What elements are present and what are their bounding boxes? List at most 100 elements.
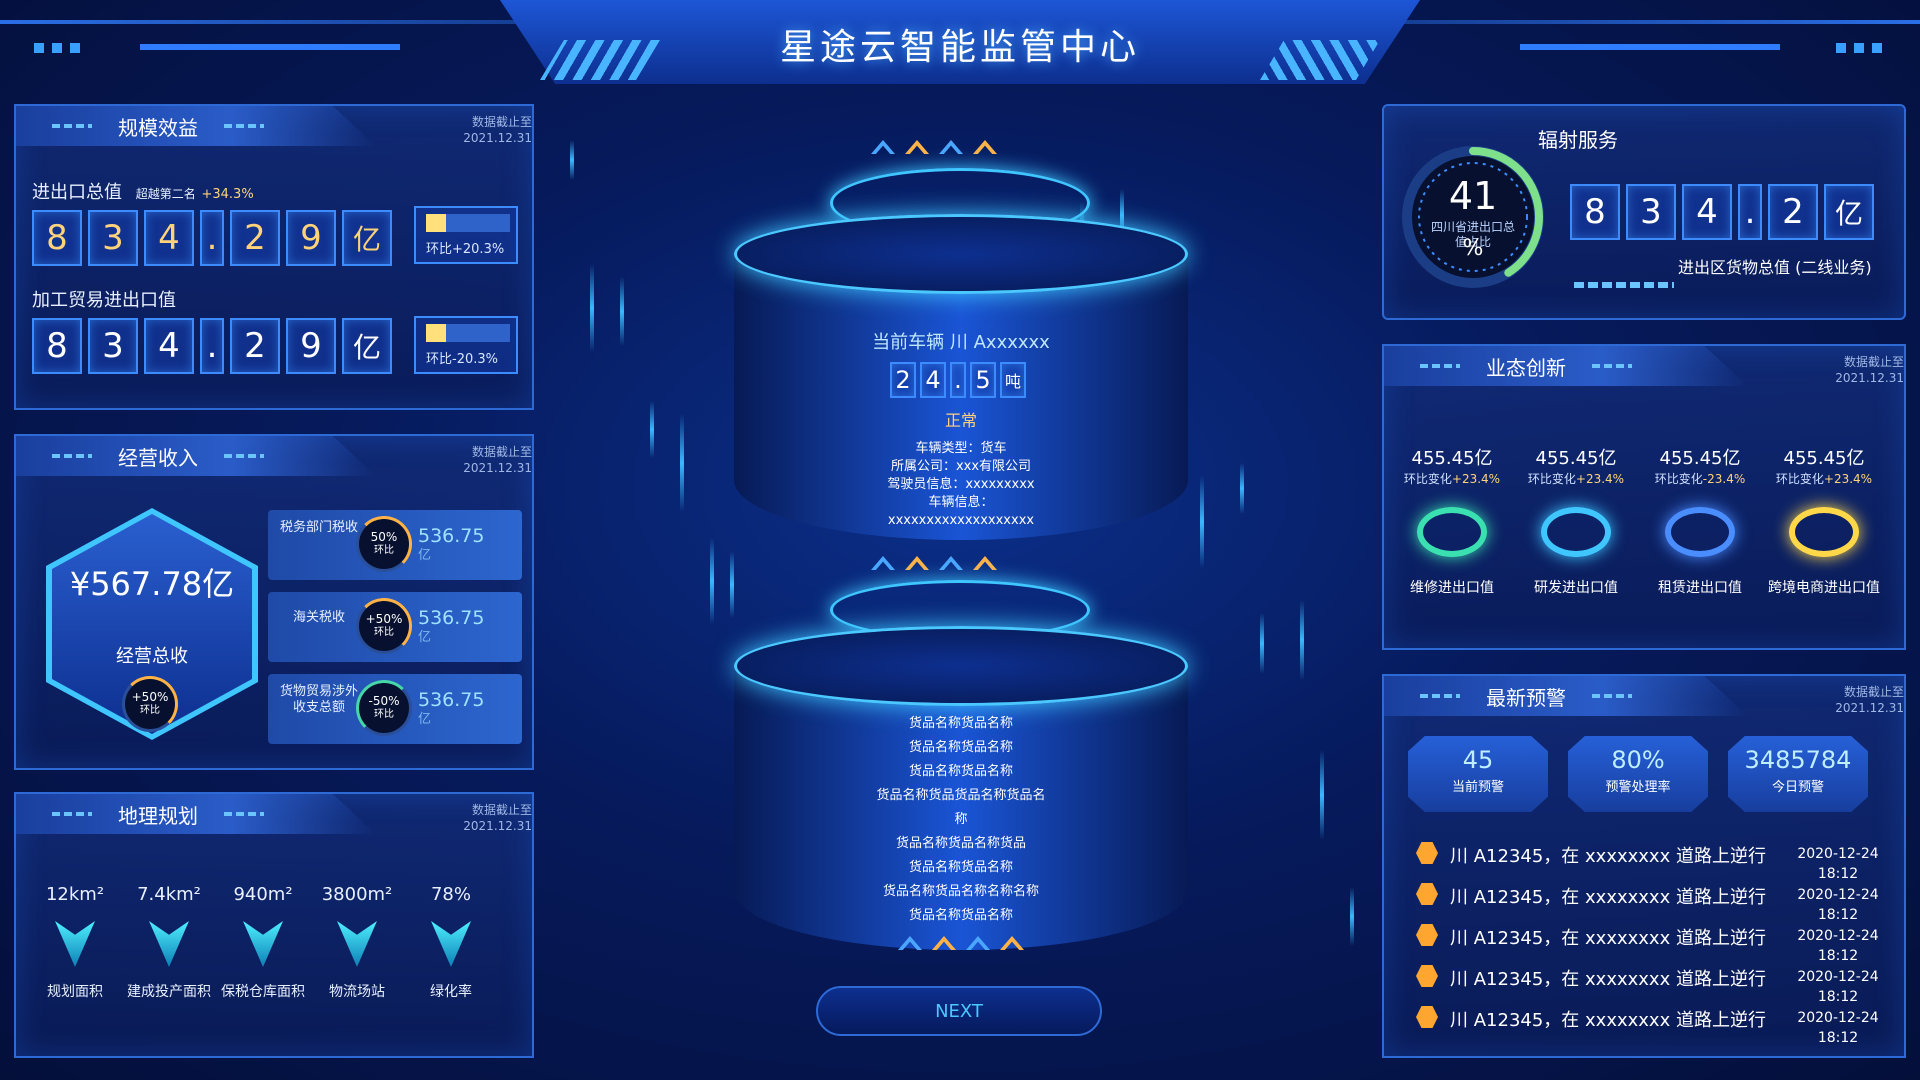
radiation-caption: 进出区货物总值 (二线业务) [1678, 258, 1872, 277]
cone-icon [243, 921, 283, 967]
cone-icon [431, 921, 471, 967]
chevron-up-icon [966, 936, 990, 950]
tab-dash-right [1592, 694, 1632, 698]
tax-ring: -50%环比 [356, 680, 412, 736]
warning-hex-icon [1416, 1006, 1438, 1028]
shopping-bag-icon [1789, 507, 1859, 557]
business-title: 业态创新 [1486, 355, 1566, 380]
tab-dash-left [1420, 364, 1460, 368]
weight-digits: 2 4 . 5 吨 [890, 362, 1026, 398]
change-bar [426, 214, 510, 232]
rain-streak [1200, 476, 1204, 568]
rain-streak [1320, 750, 1324, 840]
chevron-up-icon [1000, 936, 1024, 950]
warning-hex-icon [1416, 924, 1438, 946]
gauge-arc [1403, 147, 1543, 287]
tax-ring: 50%环比 [356, 516, 412, 572]
gauge-label: 四川省进出口总值占比 [1430, 220, 1515, 249]
vehicle-info: 车辆类型：货车 所属公司：xxx有限公司 驾驶员信息：xxxxxxxxx 车辆信… [887, 441, 1035, 528]
rain-streak [1300, 600, 1304, 680]
tab-dash-right [224, 454, 264, 458]
chevron-up-icon [898, 936, 922, 950]
chevrons-middle [734, 556, 1134, 586]
chevron-up-icon [905, 556, 929, 570]
radiation-title: 辐射服务 [1538, 128, 1618, 152]
business-items: 455.45亿 环比变化+23.4% 维修进出口值 455.45亿 环比变化+2… [1392, 444, 1884, 597]
gauge-unit: % [1462, 236, 1484, 261]
business-item: 455.45亿 环比变化+23.4% 跨境电商进出口值 [1768, 448, 1880, 596]
bottom-cylinder-lid [734, 626, 1188, 706]
alerts-title: 最新预警 [1486, 685, 1566, 710]
alert-stat-rate: 80%预警处理率 [1568, 736, 1708, 812]
geo-item: 78%绿化率 [430, 884, 472, 1000]
chevron-up-icon [932, 936, 956, 950]
wrench-icon [1417, 507, 1487, 557]
header-left-accent [140, 44, 400, 50]
chevron-up-icon [871, 556, 895, 570]
total-digits: 8 3 4 . 2 9 亿 [32, 210, 392, 266]
rain-streak [650, 401, 654, 458]
tab-dash-right [224, 812, 264, 816]
radiation-digits: 8 3 4 . 2 亿 [1570, 184, 1874, 240]
warning-hex-icon [1416, 883, 1438, 905]
lightbulb-icon [1541, 507, 1611, 557]
scale-title: 规模效益 [118, 115, 198, 140]
total-change-box: 环比+20.3% [414, 206, 518, 264]
next-button[interactable]: NEXT [816, 986, 1102, 1036]
rain-streak [570, 140, 574, 180]
scale-panel-tab: 规模效益 [16, 106, 376, 146]
chevron-up-icon [939, 556, 963, 570]
total-value-label: 进出口总值 超越第二名 +34.3% [32, 182, 254, 203]
top-cylinder-lid [734, 214, 1188, 294]
revenue-total-label: 经营总收 [116, 646, 188, 667]
rain-streak [620, 277, 624, 346]
process-digits: 8 3 4 . 2 9 亿 [32, 318, 392, 374]
chevron-up-icon [973, 140, 997, 154]
warning-hex-icon [1416, 965, 1438, 987]
bottom-cylinder-body [734, 660, 1188, 950]
goods-list: 货品名称货品名称 货品名称货品名称 货品名称货品名称 货品名称货品货品名称货品名… [876, 716, 1046, 923]
alerts-panel-tab: 最新预警 [1384, 676, 1748, 716]
page-title: 星途云智能监管中心 [779, 27, 1140, 68]
chevron-up-icon [871, 140, 895, 154]
cone-icon [55, 921, 95, 967]
revenue-total-ring: +50% 环比 [122, 676, 178, 732]
chevron-up-icon [939, 140, 963, 154]
rain-streak [1240, 463, 1244, 514]
header-right-dots [1836, 38, 1890, 57]
rain-streak [1350, 887, 1354, 946]
change-bar [426, 324, 510, 342]
warning-hex-icon [1416, 842, 1438, 864]
rain-streak [680, 414, 684, 512]
vehicle-label: 当前车辆 川 Axxxxxx [872, 332, 1050, 353]
tab-dash-right [1592, 364, 1632, 368]
tab-dash-right [224, 124, 264, 128]
cone-icon [337, 921, 377, 967]
process-change-box: 环比-20.3% [414, 316, 518, 374]
radiation-gauge [1402, 146, 1544, 288]
revenue-total-value: ¥567.78亿 [69, 565, 235, 603]
